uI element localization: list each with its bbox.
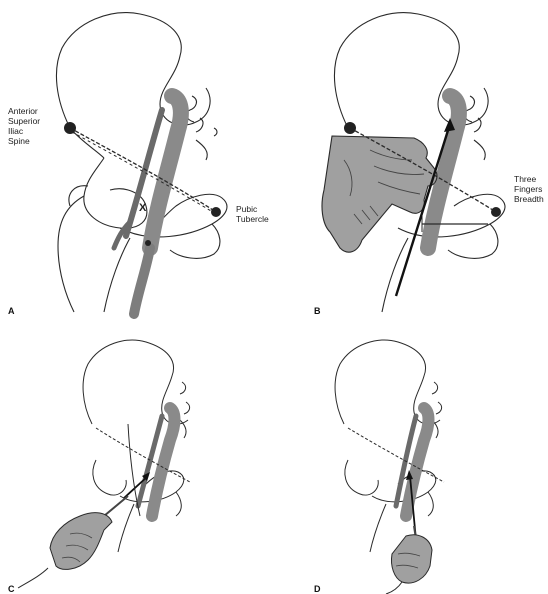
asis-landmark-b [344, 122, 356, 134]
pelvis-illustration-c [0, 320, 274, 594]
needle-hand-d [391, 535, 432, 583]
asis-label: Anterior Superior Iliac Spine [8, 106, 40, 146]
panel-letter-b: B [314, 306, 321, 316]
puncture-marker-x: X [139, 203, 146, 213]
needle-hand-c [50, 513, 112, 570]
panel-letter-a: A [8, 306, 15, 316]
panel-a: Anterior Superior Iliac Spine Pubic Tube… [0, 0, 274, 320]
pubic-tubercle-landmark-b [491, 207, 501, 217]
pelvis-illustration-b [274, 0, 548, 320]
asis-landmark-a [64, 122, 76, 134]
panel-letter-d: D [314, 584, 321, 594]
pubic-tubercle-landmark-a [211, 207, 221, 217]
three-fingers-label: Three Fingers Breadth [514, 174, 544, 204]
panel-letter-c: C [8, 584, 15, 594]
panel-c: C [0, 320, 274, 594]
pelvis-illustration-d [274, 320, 548, 594]
panel-d: D [274, 320, 548, 594]
panel-b: Three Fingers Breadth B [274, 0, 548, 320]
pubic-tubercle-label: Pubic Tubercle [236, 204, 269, 224]
pelvis-illustration-a [0, 0, 274, 320]
